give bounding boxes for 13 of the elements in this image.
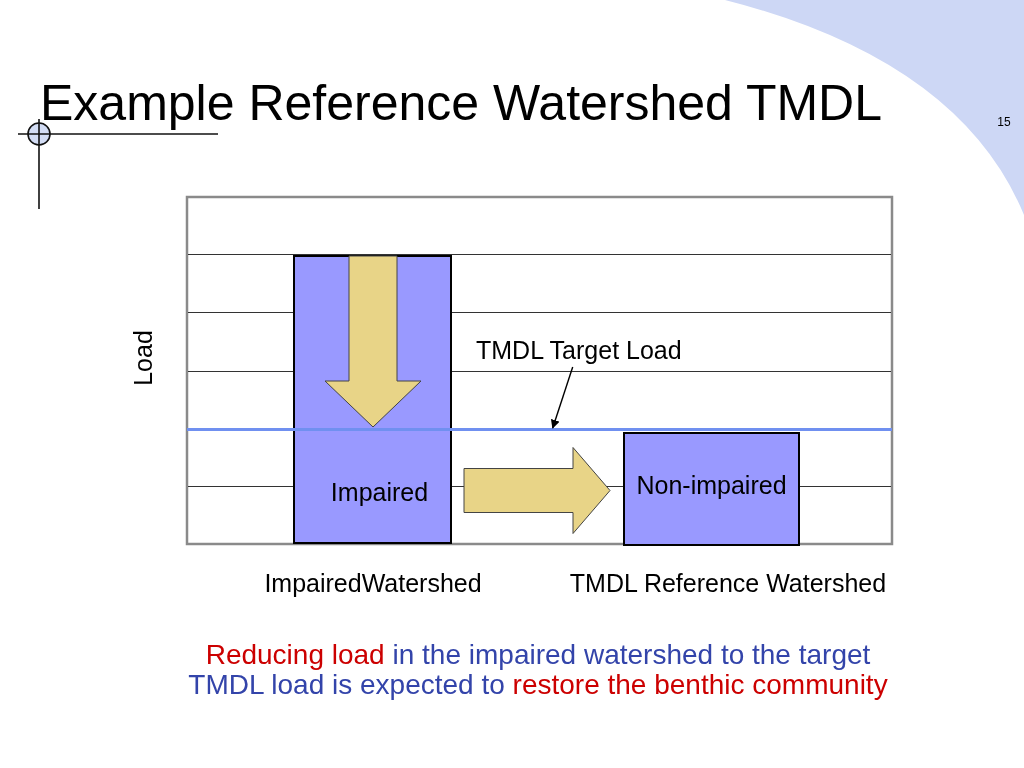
page-number: 15 xyxy=(997,115,1011,129)
slide-title: Example Reference Watershed TMDL xyxy=(40,78,883,128)
bar-label: Impaired xyxy=(330,477,429,507)
bar xyxy=(623,432,800,546)
leader-arrow xyxy=(550,366,574,429)
annotation-text: TMDL Target Load xyxy=(476,336,682,365)
category-label: ImpairedWatershed xyxy=(264,568,482,598)
block-arrow xyxy=(463,447,611,534)
target-line xyxy=(187,428,892,431)
bar-label: Non-impaired xyxy=(636,470,787,500)
axis-title: Load xyxy=(128,330,158,386)
category-label: TMDL Reference Watershed xyxy=(569,568,887,598)
caption: Reducing load in the impaired watershed to the target TMDL load is expected to restore the benthic community xyxy=(187,640,889,700)
